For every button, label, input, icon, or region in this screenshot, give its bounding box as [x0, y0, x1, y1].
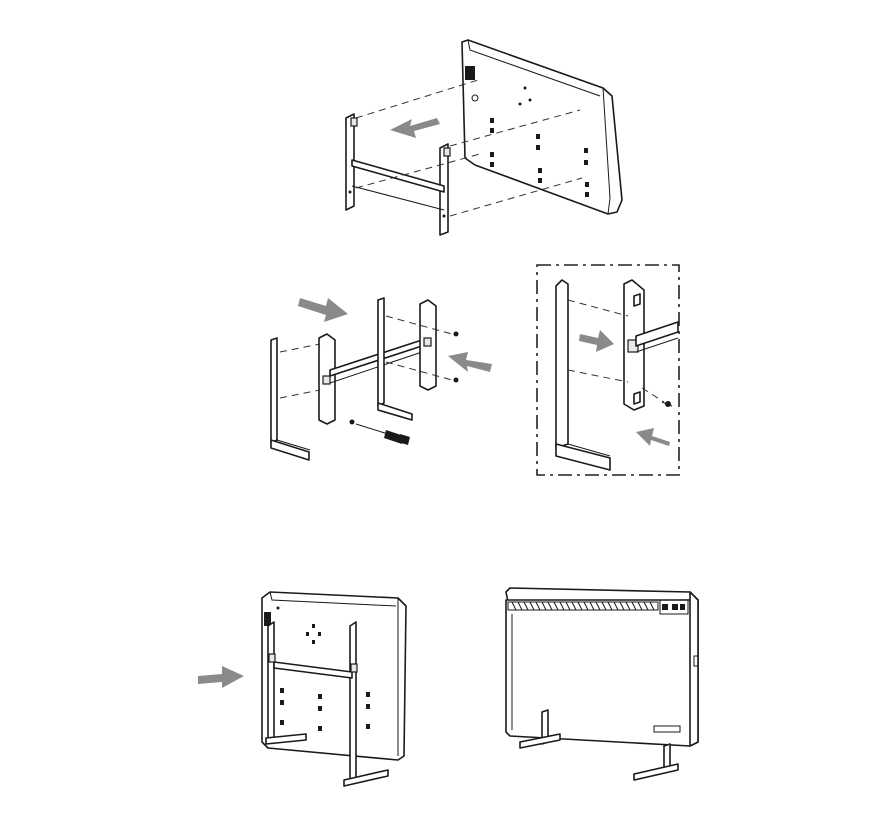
step-4-finished-heater [505, 587, 699, 781]
arrow-icon [390, 118, 440, 138]
left-leg [270, 337, 311, 461]
step-2-detail-box [536, 264, 680, 476]
control-panel-icon [659, 599, 689, 615]
detail-leg [555, 279, 611, 471]
stand-frame [265, 621, 389, 787]
arrow-icon [298, 298, 348, 322]
right-bracket [419, 299, 437, 391]
screwdriver-icon [355, 423, 410, 445]
arrow-icon [636, 428, 670, 446]
right-leg [377, 297, 413, 421]
stand-legs [519, 709, 679, 781]
arrow-icon [448, 352, 492, 372]
step-3-slide-onto-heater [198, 591, 407, 787]
heater-back-panel [461, 39, 623, 215]
rating-label [653, 725, 681, 733]
left-bracket [318, 333, 336, 425]
detail-bracket [623, 279, 645, 411]
arrow-icon [198, 666, 244, 688]
step-2-assemble-stand [270, 297, 492, 461]
heater-front-panel [505, 599, 699, 747]
arrow-icon [579, 330, 614, 352]
vent-grille [507, 601, 659, 611]
stand-frame [345, 113, 451, 236]
step-1-attach-stand [345, 39, 623, 236]
screw-icon [349, 331, 459, 425]
